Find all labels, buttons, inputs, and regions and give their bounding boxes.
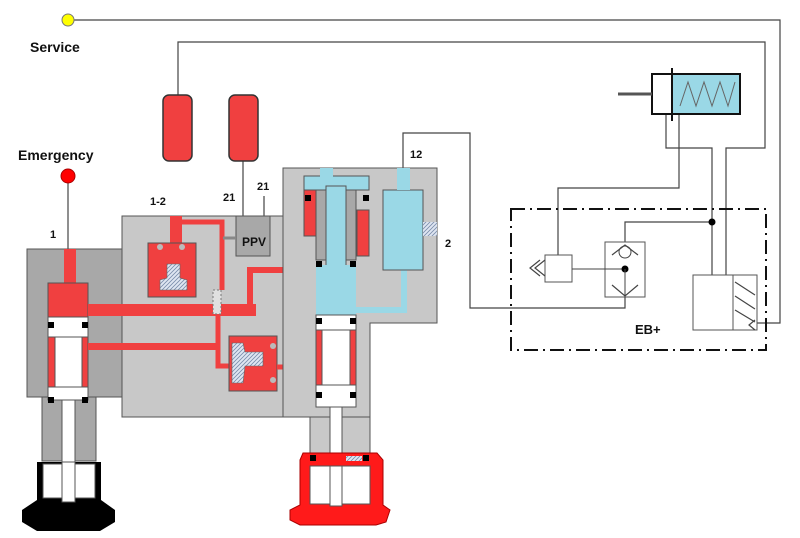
service-label: Service	[30, 39, 80, 55]
emergency-label: Emergency	[18, 147, 94, 163]
port-1-label: 1	[50, 229, 56, 241]
port-21-label-2: 21	[257, 181, 269, 193]
service-line	[74, 19, 781, 324]
service-indicator	[61, 13, 75, 27]
reservoir-2	[228, 94, 259, 162]
ppv-label: PPV	[242, 235, 266, 249]
emergency-indicator	[60, 168, 76, 184]
port-1-2-label: 1-2	[150, 196, 166, 208]
relay-valve-block	[88, 215, 315, 418]
eb-plus-label: EB+	[635, 322, 661, 337]
port-2-label: 2	[445, 238, 451, 250]
eb-plus-components	[529, 218, 758, 331]
eb-plus-module-boundary	[510, 208, 767, 351]
brake-actuator-cylinder	[618, 68, 741, 121]
port-21-label: 21	[223, 192, 235, 204]
reservoir-1	[162, 94, 193, 162]
port-12-label: 12	[410, 149, 422, 161]
